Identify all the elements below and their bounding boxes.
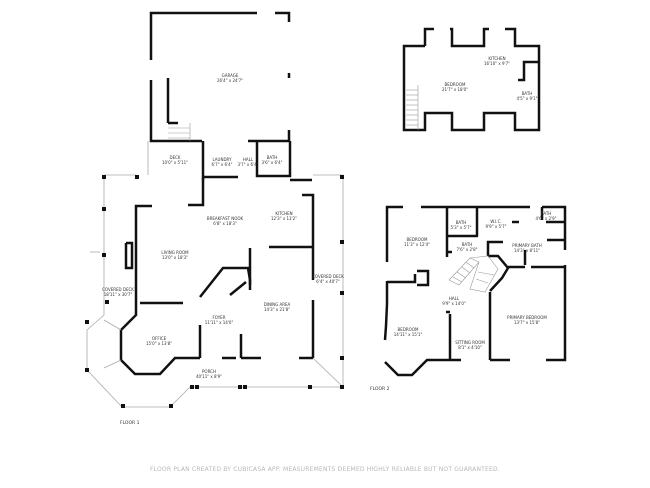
floor-1-posts — [85, 175, 344, 408]
disclaimer-footer: FLOOR PLAN CREATED BY CUBICASA APP. MEAS… — [150, 466, 500, 473]
stairs — [168, 85, 499, 293]
floor-2-label: FLOOR 2 — [370, 387, 390, 392]
upper-unit-walls — [402, 27, 541, 132]
floor-1-label: FLOOR 1 — [120, 421, 140, 426]
room-label-wic: W.I.C.9'9" x 5'7" — [485, 219, 507, 229]
floor-1-walls — [119, 11, 315, 376]
floor-2-walls — [383, 205, 567, 377]
